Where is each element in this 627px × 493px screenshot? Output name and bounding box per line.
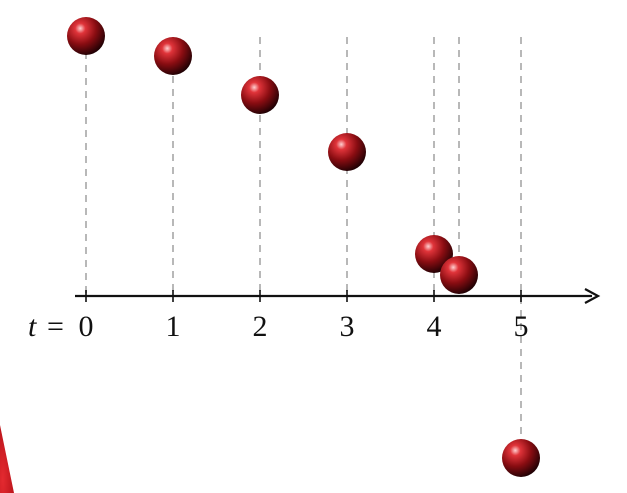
axis-labels: t = 0 1 2 3 4 5 bbox=[28, 310, 529, 343]
tick-label-4: 4 bbox=[427, 310, 442, 343]
ball-t4b bbox=[440, 256, 478, 294]
axis-arrowhead bbox=[584, 288, 601, 304]
ball-t1 bbox=[154, 37, 192, 75]
time-axis bbox=[75, 288, 601, 304]
tick-label-5: 5 bbox=[514, 310, 529, 343]
equals-sign: = bbox=[47, 310, 64, 343]
ball-t3 bbox=[328, 133, 366, 171]
balls bbox=[67, 17, 540, 477]
guide-lines bbox=[85, 37, 522, 460]
tick-label-0: 0 bbox=[79, 310, 94, 343]
ball-t4 bbox=[415, 235, 453, 273]
ball-t2 bbox=[241, 76, 279, 114]
ball-t0 bbox=[67, 17, 105, 55]
tick-label-1: 1 bbox=[166, 310, 181, 343]
tick-label-3: 3 bbox=[340, 310, 355, 343]
axis-variable-label: t bbox=[28, 310, 37, 343]
tick-label-2: 2 bbox=[253, 310, 268, 343]
background-wedge bbox=[0, 425, 14, 493]
ball-t5 bbox=[502, 439, 540, 477]
